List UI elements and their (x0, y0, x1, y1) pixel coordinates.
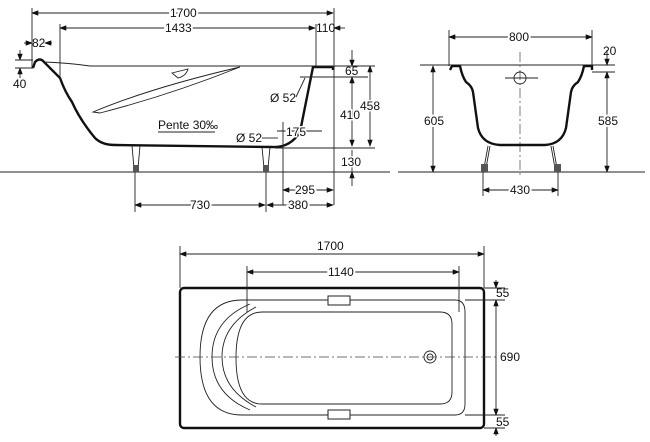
rim-line (43, 61, 333, 67)
dim-rim-height: 585 (598, 114, 618, 128)
tub-end-outline (448, 64, 594, 147)
dim-rim-thickness: 20 (603, 44, 617, 58)
dim-drain-offset: 175 (286, 125, 306, 139)
dim-floor-clearance: 130 (341, 155, 361, 169)
dim-rim-bottom: 55 (496, 415, 510, 429)
basin-outline (235, 311, 453, 405)
legs (131, 145, 271, 172)
grip-handle (171, 68, 189, 79)
dim-drain-to-end: 295 (295, 183, 315, 197)
dim-plan-length: 1700 (317, 239, 344, 253)
dim-rim-top: 55 (496, 286, 510, 300)
tub-plan-outline (178, 286, 486, 430)
dim-drain-diameter: Ø 52 (236, 131, 262, 145)
dimension-lines (15, 8, 375, 212)
dim-leg-spacing: 730 (190, 198, 210, 212)
plan-view: 1700 1140 55 690 55 (175, 239, 522, 436)
dim-end-width: 800 (509, 30, 529, 44)
dim-overflow-diameter: Ø 52 (270, 91, 296, 105)
dim-total-depth: 458 (360, 99, 380, 113)
dim-right-rim: 110 (316, 21, 335, 35)
dim-overflow-offset: 65 (345, 64, 359, 78)
armrest-contour (91, 66, 241, 114)
dim-plan-width: 690 (500, 350, 520, 364)
slope-label: Pente 30‰ (158, 118, 218, 132)
end-view: 800 20 605 585 430 (398, 28, 645, 199)
rim-inner (199, 299, 466, 416)
dim-basin-length: 1140 (328, 265, 354, 279)
dim-total-height: 605 (424, 114, 444, 128)
dim-end-leg-spacing: 430 (510, 183, 530, 197)
dim-inner-depth: 410 (340, 108, 360, 122)
dim-leg-to-end: 380 (288, 198, 308, 212)
dim-length-total: 1700 (170, 6, 197, 20)
dim-left-lip: 40 (13, 77, 27, 91)
dim-inner-length: 1433 (165, 21, 192, 35)
grip-top (327, 295, 351, 306)
side-view: 1700 1433 110 82 40 65 Ø 52 Ø 52 175 410… (0, 4, 390, 214)
dim-left-rim: 82 (32, 36, 46, 50)
grip-bottom (327, 409, 351, 420)
tub-side-outline (31, 58, 335, 149)
